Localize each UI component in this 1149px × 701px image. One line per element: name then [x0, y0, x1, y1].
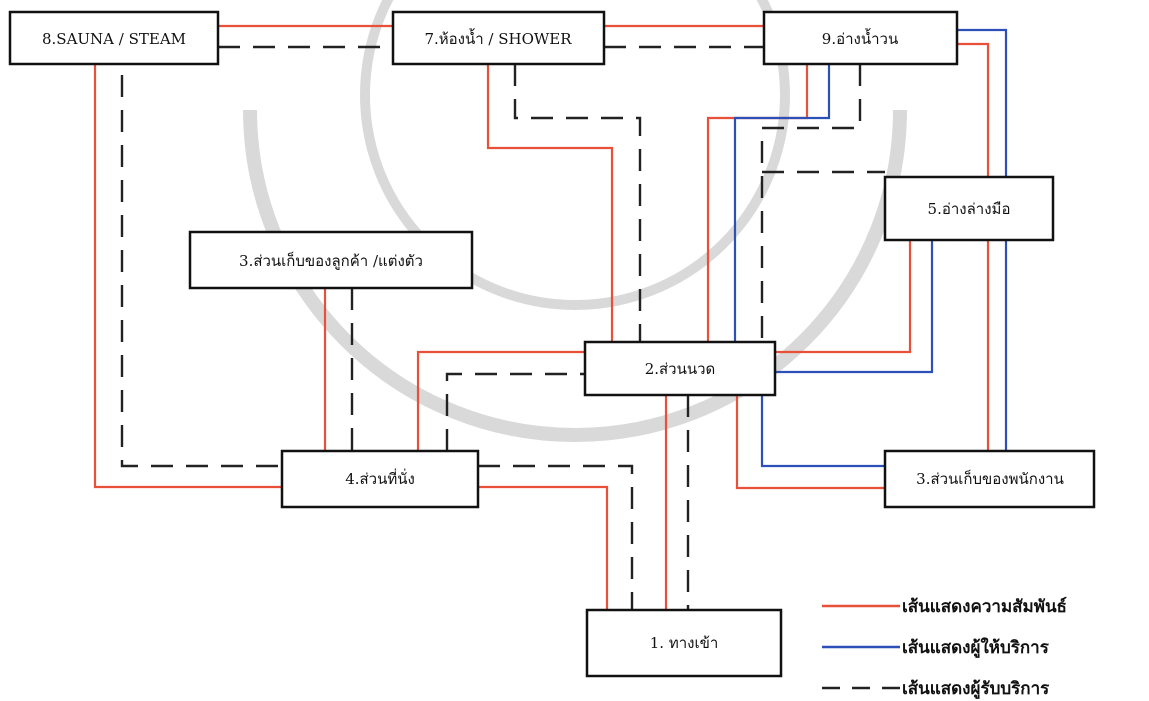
- legend-relationship-label: เส้นแสดงความสัมพันธ์: [902, 596, 1067, 617]
- node-staff-locker: 3.ส่วนเก็บของพนักงาน: [883, 449, 1096, 509]
- relation-line: [486, 64, 614, 342]
- provider-line: [775, 240, 934, 374]
- svg-text:8.SAUNA / STEAM: 8.SAUNA / STEAM: [42, 30, 186, 48]
- svg-text:9.อ่างน้ำวน: 9.อ่างน้ำวน: [822, 28, 898, 48]
- relation-line: [478, 485, 609, 610]
- node-handwash: 5.อ่างล่างมือ: [883, 175, 1055, 242]
- legend-provider-label: เส้นแสดงผู้ให้บริการ: [902, 637, 1050, 659]
- relation-line: [93, 40, 282, 489]
- provider-line: [760, 395, 885, 468]
- relation-line: [775, 240, 912, 354]
- receiver-line: [120, 40, 282, 468]
- receiver-line: [760, 64, 862, 342]
- svg-text:3.ส่วนเก็บของพนักงาน: 3.ส่วนเก็บของพนักงาน: [916, 469, 1064, 488]
- node-entrance: 1. ทางเข้า: [585, 608, 783, 678]
- relation-line: [735, 395, 885, 490]
- node-sauna: 8.SAUNA / STEAM: [8, 10, 220, 66]
- node-jacuzzi: 9.อ่างน้ำวน: [762, 10, 959, 66]
- node-massage: 2.ส่วนนวด: [583, 340, 777, 397]
- relation-line: [416, 350, 585, 451]
- relation-line: [957, 42, 990, 451]
- receiver-line: [478, 464, 634, 610]
- svg-text:2.ส่วนนวด: 2.ส่วนนวด: [645, 360, 716, 378]
- svg-text:4.ส่วนที่นั่ง: 4.ส่วนที่นั่ง: [345, 468, 415, 488]
- receiver-line: [513, 64, 642, 342]
- service-receiver-lines: [120, 40, 885, 610]
- provider-line: [733, 64, 831, 342]
- legend-receiver-label: เส้นแสดงผู้รับบริการ: [902, 679, 1050, 700]
- receiver-line: [445, 372, 585, 451]
- svg-text:5.อ่างล่างมือ: 5.อ่างล่างมือ: [928, 200, 1011, 218]
- node-seating: 4.ส่วนที่นั่ง: [280, 449, 480, 509]
- legend: เส้นแสดงความสัมพันธ์ เส้นแสดงผู้ให้บริกา…: [822, 596, 1067, 700]
- provider-line: [957, 28, 1008, 451]
- relationship-lines: [93, 24, 990, 610]
- svg-text:7.ห้องน้ำ / SHOWER: 7.ห้องน้ำ / SHOWER: [424, 28, 572, 48]
- svg-text:1. ทางเข้า: 1. ทางเข้า: [650, 634, 719, 652]
- node-shower: 7.ห้องน้ำ / SHOWER: [391, 10, 606, 66]
- node-customer-locker: 3.ส่วนเก็บของลูกค้า /แต่งตัว: [188, 230, 474, 290]
- svg-text:3.ส่วนเก็บของลูกค้า /แต่งตัว: 3.ส่วนเก็บของลูกค้า /แต่งตัว: [239, 251, 423, 270]
- service-provider-lines: [733, 28, 1008, 468]
